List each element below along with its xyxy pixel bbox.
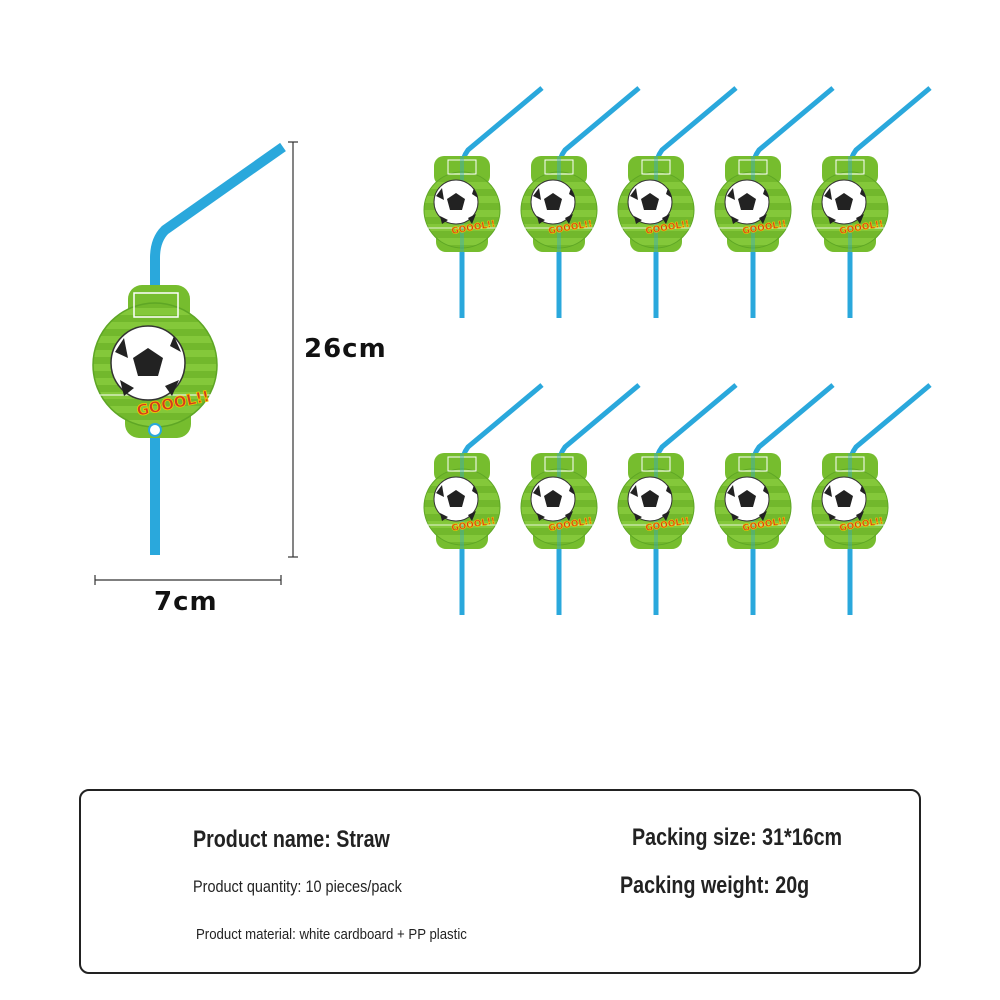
product-quantity: Product quantity: 10 pieces/pack bbox=[193, 877, 402, 896]
width-dimension-line bbox=[94, 575, 282, 585]
straw-item bbox=[812, 88, 930, 318]
width-label: 7cm bbox=[154, 587, 218, 617]
packing-size: Packing size: 31*16cm bbox=[632, 824, 843, 851]
straw-item bbox=[812, 385, 930, 615]
product-name: Product name: Straw bbox=[193, 826, 390, 853]
product-material: Product material: white cardboard + PP p… bbox=[196, 926, 467, 943]
height-dimension-line bbox=[288, 141, 298, 558]
packing-weight: Packing weight: 20g bbox=[620, 872, 810, 899]
large-straw-image: GOOOL!! bbox=[92, 142, 286, 555]
height-label: 26cm bbox=[304, 334, 387, 364]
product-illustration: GOOOL!! GOOOL!! bbox=[92, 0, 1000, 760]
product-info-box bbox=[79, 789, 921, 974]
straw-grid bbox=[424, 88, 930, 615]
